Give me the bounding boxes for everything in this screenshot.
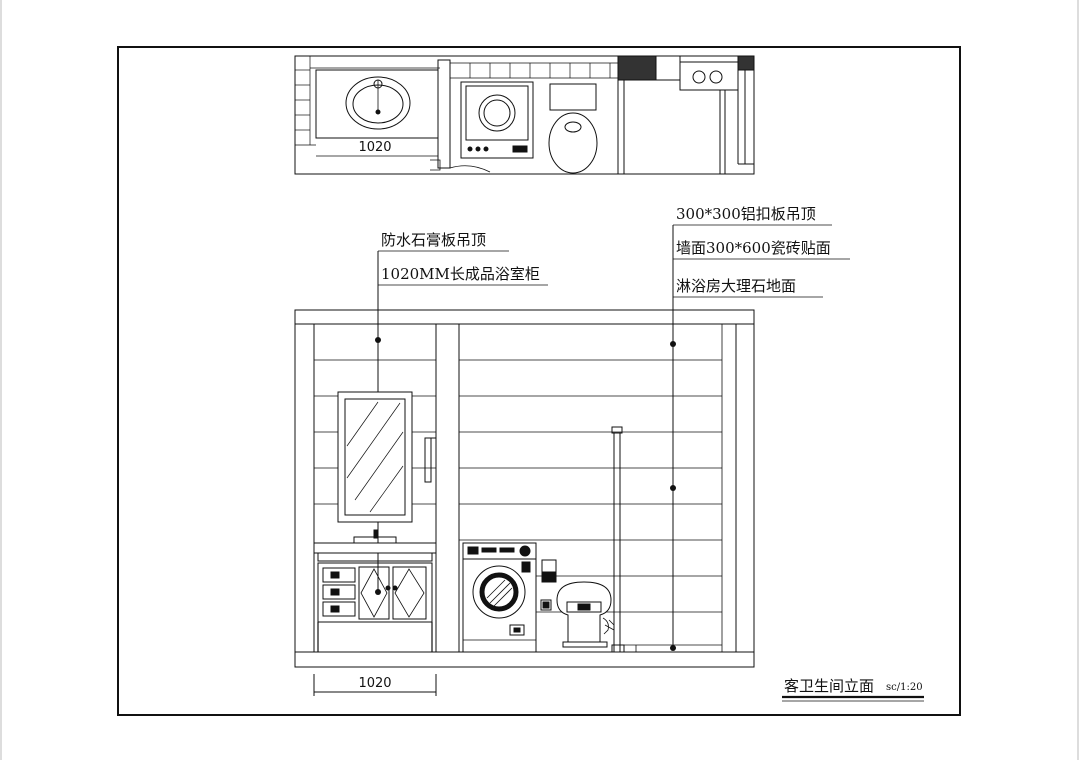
plan-washer-drum-inner	[483, 99, 511, 127]
plan-toilet-tank	[549, 83, 597, 111]
plan-top-wall-tiles	[310, 62, 618, 79]
plan-shower-valve-icon	[692, 70, 706, 84]
callout-floor-marble: 淋浴房大理石地面	[676, 277, 796, 295]
mirror-reflection-hatch	[346, 401, 404, 513]
title-block: 客卫生间立面 sc/1:20	[782, 677, 924, 702]
elevation-width-dimension: 1020	[358, 676, 391, 691]
vanity-doors	[358, 566, 427, 620]
plan-view: 1020	[294, 55, 755, 175]
plan-washer-drum	[478, 94, 516, 132]
plan-shower-valve-icon	[709, 70, 723, 84]
vanity-faucet-icon	[373, 529, 379, 539]
vanity-cabinet-body	[317, 562, 433, 623]
right-wall-tiles	[459, 395, 722, 613]
elevation-dimension: 1020	[313, 674, 437, 696]
toilet-base	[562, 641, 608, 648]
plan-basin-outer	[345, 76, 411, 130]
leader-dot	[375, 337, 381, 343]
vanity-drawers	[322, 567, 356, 617]
plan-partition	[437, 59, 451, 169]
drawing-title: 客卫生间立面	[784, 677, 874, 695]
callout-vanity-cabinet: 1020MM长成品浴室柜	[381, 265, 540, 283]
drawing-scale: sc/1:20	[886, 682, 923, 693]
towel-bar	[424, 437, 432, 483]
washer-filter-cover	[509, 624, 525, 636]
elevation-partition	[435, 323, 460, 653]
plan-toilet-seat-hinge	[564, 121, 582, 133]
drawing-border	[117, 46, 961, 716]
plan-corner-dark	[737, 55, 755, 71]
plan-drain-icon	[375, 109, 381, 115]
callout-wall-tile: 墙面300*600瓷砖贴面	[676, 239, 831, 257]
mirror	[337, 391, 413, 523]
wall-outlet	[540, 599, 552, 611]
mirror-glass	[344, 398, 406, 516]
vanity-apron	[317, 552, 433, 562]
plan-column-light	[655, 55, 681, 81]
leader-dot	[375, 589, 381, 595]
washer-control-panel	[462, 542, 537, 560]
leader-dot	[670, 485, 676, 491]
leader-dot	[670, 645, 676, 651]
washer-window-hatch	[486, 579, 513, 607]
vanity-countertop	[313, 542, 437, 554]
plan-width-dimension: 1020	[358, 140, 391, 155]
paper-holder	[541, 559, 557, 573]
shower-pipe-cap	[611, 426, 623, 434]
plan-washer-top	[460, 81, 534, 159]
callout-ceiling-gypsum: 防水石膏板吊顶	[381, 231, 486, 249]
washer-door	[472, 565, 526, 619]
callout-ceiling-aluminum: 300*300铝扣板吊顶	[676, 205, 816, 223]
washer-window	[483, 576, 515, 608]
callout-right-group: 300*300铝扣板吊顶 墙面300*600瓷砖贴面 淋浴房大理石地面	[670, 205, 850, 651]
elevation-view	[294, 309, 755, 668]
plan-shower-fixture	[679, 61, 739, 91]
plan-column-dark	[617, 55, 657, 81]
plan-left-wall-tiles	[295, 56, 316, 146]
plan-washer-lid	[465, 85, 529, 141]
elevation-outline	[294, 309, 755, 668]
leader-dot	[670, 341, 676, 347]
toilet-seat	[566, 601, 602, 613]
plan-toilet-bowl	[548, 112, 598, 174]
